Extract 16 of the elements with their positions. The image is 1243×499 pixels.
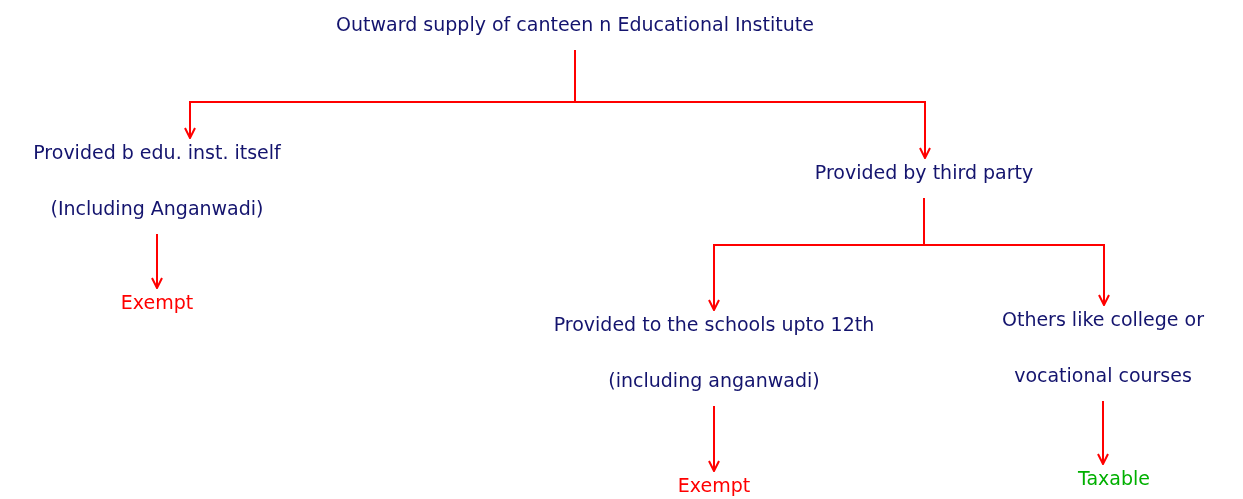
node-label: vocational courses xyxy=(1014,363,1192,387)
outcome-label: Exempt xyxy=(120,290,194,314)
arrow xyxy=(1097,400,1109,465)
node-label: Provided to the schools upto 12th xyxy=(553,312,875,336)
arrow xyxy=(923,197,1110,306)
outcome-label: Exempt xyxy=(677,473,751,497)
node-label: (Including Anganwadi) xyxy=(50,196,264,220)
node-label: Outward supply of canteen n Educational Institute xyxy=(336,12,814,36)
arrow xyxy=(708,405,720,472)
node-label: Provided by third party xyxy=(814,160,1034,184)
outcome-label: Taxable xyxy=(1078,466,1150,490)
arrow xyxy=(574,49,931,159)
node-label: (including anganwadi) xyxy=(608,368,820,392)
node-label: Others like college or xyxy=(1002,307,1204,331)
node-label: Provided b edu. inst. itself xyxy=(33,140,281,164)
arrow xyxy=(151,233,163,289)
